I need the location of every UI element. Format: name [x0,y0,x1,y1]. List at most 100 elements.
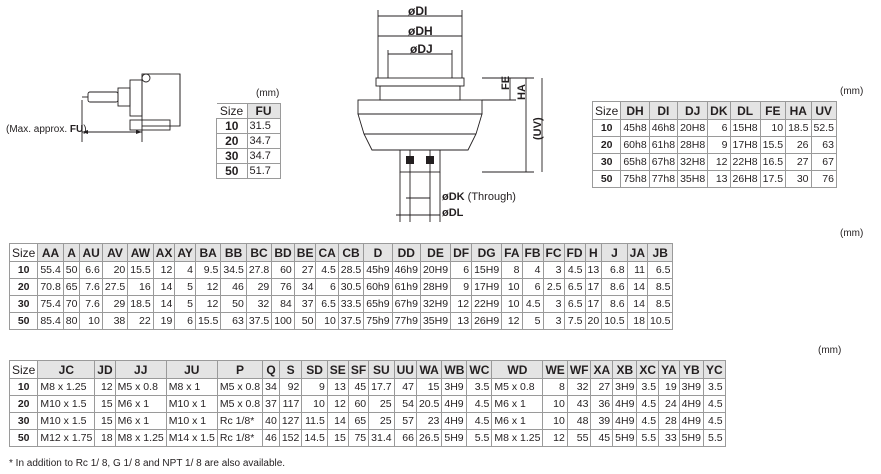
header-fc: FC [542,243,565,262]
table-cell: 6.5 [315,295,339,313]
header-dh: DH [620,101,650,120]
table-cell: 15 [94,412,116,430]
table-cell: 22H8 [729,153,761,171]
table-cell: 67h9 [391,295,421,313]
table-cell: 26H9 [471,312,503,330]
table-cell: M5 x 0.8 [491,378,544,396]
unit-label: (mm) [818,345,842,356]
size-cell: 10 [216,118,248,134]
header-dd: DD [391,243,421,262]
table-cell: 6 [450,261,473,279]
table-cell: 5H9 [612,429,638,447]
table-cell: 7.5 [563,312,586,330]
table-cell: 100 [271,312,295,330]
table-cell: 63 [220,312,247,330]
table-cell: 29 [245,278,273,296]
table-cell: 24 [658,395,680,413]
table-cell: 3.5 [466,378,493,396]
table-cell: Rc 1/8* [216,412,264,430]
table-cell: 12 [326,395,349,413]
table-cell: 14 [626,295,648,313]
table-cell: 8 [542,378,568,396]
size-cell: 30 [8,412,39,430]
table-cell: 34 [262,378,280,396]
table-cell: 45h9 [363,261,393,279]
table-cell: Rc 1/8* [216,429,264,447]
table-cell: 4.5 [315,261,339,279]
table-cell: 4.5 [702,412,726,430]
table-cell: 14 [152,278,176,296]
dim-fe-label: FE [500,75,512,90]
table-cell: 27.8 [245,261,273,279]
table-cell: 37.5 [245,312,273,330]
table-cell: 32H9 [419,295,452,313]
table-cell: 9 [301,378,328,396]
size-cell: 20 [8,395,39,413]
table-cell: 23 [415,412,443,430]
dim-ha-label: HA [516,84,528,100]
table-cell: 10 [315,312,339,330]
table-cell: 4H9 [678,412,704,430]
size-cell: 20 [216,133,248,149]
table-cell: 6.5 [563,278,586,296]
table-cell: M6 x 1 [491,395,544,413]
table-cell: 16 [127,278,154,296]
table-cell: 55.4 [37,261,64,279]
table-cell: 15 [415,378,443,396]
table-cell: 28H9 [419,278,452,296]
table-cell: 3H9 [441,378,468,396]
table-cell: 32H8 [677,153,709,171]
table-cell: 35H9 [419,312,452,330]
table-cell: M8 x 1.25 [491,429,544,447]
unit-label: (mm) [840,228,864,239]
table-cell: 3.5 [702,378,726,396]
table-cell: 25 [368,412,395,430]
table-cell: M8 x 1 [165,378,218,396]
table-cell: 60h9 [363,278,393,296]
header-fa: FA [501,243,523,262]
table-cell: 60h8 [620,136,650,154]
header-ay: AY [174,243,196,262]
header-ju: JU [165,360,218,379]
table-cell: M6 x 1 [114,395,167,413]
table-cell: 35H8 [677,170,709,188]
size-cell: 50 [8,312,39,330]
table-cell: 33.5 [337,295,365,313]
table-cell: 10 [542,412,568,430]
table-cell: 63 [810,136,837,154]
table-cell: M10 x 1 [165,412,218,430]
size-cell: 10 [8,378,39,396]
table-cell: M10 x 1.5 [37,412,96,430]
table-cell: 6 [521,278,544,296]
table-cell: 6.8 [601,261,628,279]
table-cell: 33 [658,429,680,447]
table-cell: 26 [785,136,812,154]
table-cell: M5 x 0.8 [114,378,167,396]
table-cell: 15 [326,429,349,447]
header-we: WE [542,360,568,379]
header-xa: XA [590,360,614,379]
table-cell: 34.7 [246,133,281,149]
table-cell: 46h8 [648,119,679,137]
table-cell: 11 [626,261,648,279]
table-cell: 7.6 [79,278,103,296]
table-cell: 15 [94,395,116,413]
table-cell: 52.5 [810,119,837,137]
header-xc: XC [636,360,660,379]
table-cell: 6.5 [646,261,674,279]
table-cell: 4 [521,261,544,279]
header-ba: BA [194,243,222,262]
table-cell: 8.6 [601,295,628,313]
dim-dh-label: øDH [408,24,433,38]
table-cell: 13 [450,312,473,330]
header-dj: DJ [677,101,709,120]
table-cell: 5 [174,295,196,313]
table-cell: 65h8 [620,153,650,171]
table-cell: 17.7 [368,378,395,396]
size-cell: 50 [8,429,39,447]
